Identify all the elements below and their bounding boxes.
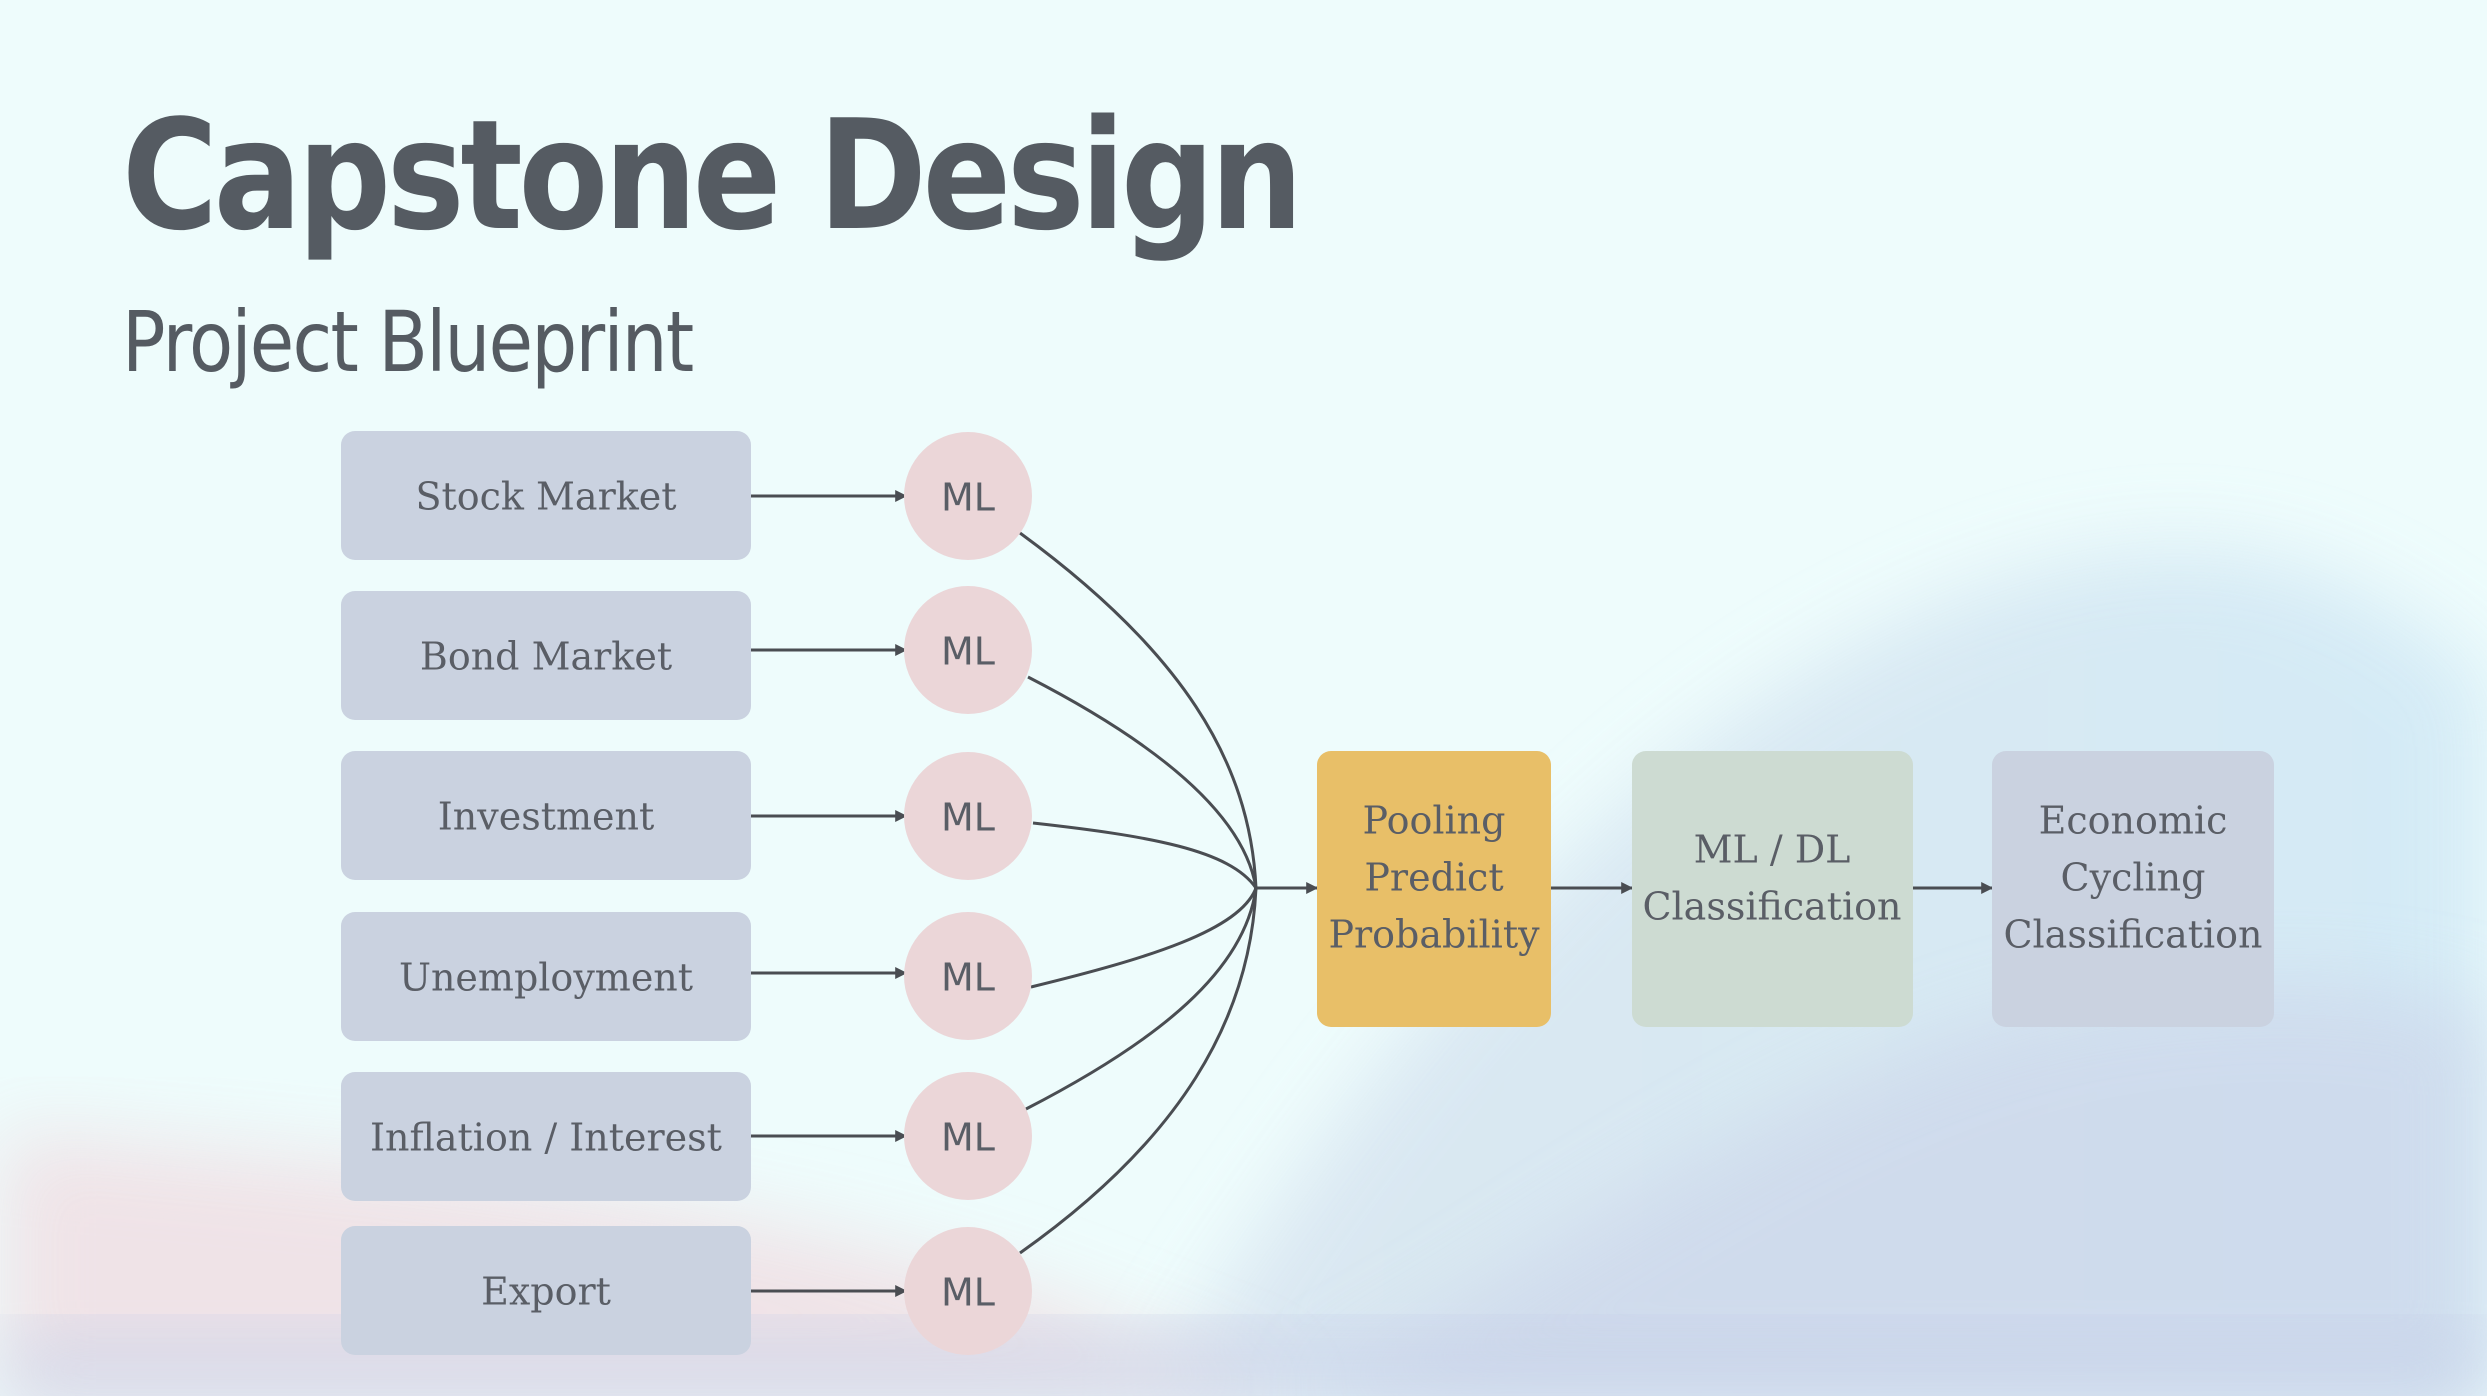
curve-ml-to-pooling: [1032, 821, 1258, 889]
input-label: Investment: [438, 795, 654, 839]
curve-ml-to-pooling: [1030, 887, 1258, 989]
ml-dl-classification-node: ML / DL Classification: [1632, 751, 1913, 1027]
input-node-inflation-interest: Inflation / Interest: [341, 1072, 751, 1201]
classifier-label-line-2: Classification: [1642, 885, 1901, 929]
pooling-label-line-2: Predict: [1364, 856, 1503, 900]
ml-label: ML: [941, 1271, 995, 1315]
ml-node: ML: [904, 752, 1032, 880]
ml-label: ML: [941, 630, 995, 674]
ml-node: ML: [904, 432, 1032, 560]
input-label: Inflation / Interest: [370, 1116, 722, 1160]
ml-node: ML: [904, 1072, 1032, 1200]
curve-ml-to-pooling: [1019, 887, 1258, 1255]
input-node-bond-market: Bond Market: [341, 591, 751, 720]
input-label: Export: [481, 1270, 611, 1314]
ml-node: ML: [904, 1227, 1032, 1355]
input-label: Bond Market: [420, 635, 672, 679]
input-node-investment: Investment: [341, 751, 751, 880]
ml-label: ML: [941, 476, 995, 520]
input-node-stock-market: Stock Market: [341, 431, 751, 560]
input-node-export: Export: [341, 1226, 751, 1355]
pooling-label-line-3: Probability: [1328, 913, 1540, 957]
output-label-line-1: Economic: [2039, 799, 2228, 843]
output-label-line-2: Cycling: [2061, 856, 2206, 900]
ml-label: ML: [941, 956, 995, 1000]
curve-ml-to-pooling: [1027, 675, 1258, 889]
ml-node: ML: [904, 586, 1032, 714]
classifier-label-line-1: ML / DL: [1694, 828, 1851, 872]
page-subtitle: Project Blueprint: [122, 293, 694, 391]
curve-ml-to-pooling: [1019, 531, 1258, 889]
pooling-node: Pooling Predict Probability: [1317, 751, 1551, 1027]
input-label: Stock Market: [415, 475, 676, 519]
input-label: Unemployment: [399, 956, 693, 1000]
pooling-label-line-1: Pooling: [1363, 799, 1506, 843]
page-title: Capstone Design: [122, 87, 1303, 264]
ml-label: ML: [941, 1116, 995, 1160]
curve-ml-to-pooling: [1025, 887, 1258, 1111]
ml-node: ML: [904, 912, 1032, 1040]
ml-label: ML: [941, 796, 995, 840]
output-label-line-3: Classification: [2003, 913, 2262, 957]
input-node-unemployment: Unemployment: [341, 912, 751, 1041]
economic-cycling-classification-node: Economic Cycling Classification: [1992, 751, 2274, 1027]
